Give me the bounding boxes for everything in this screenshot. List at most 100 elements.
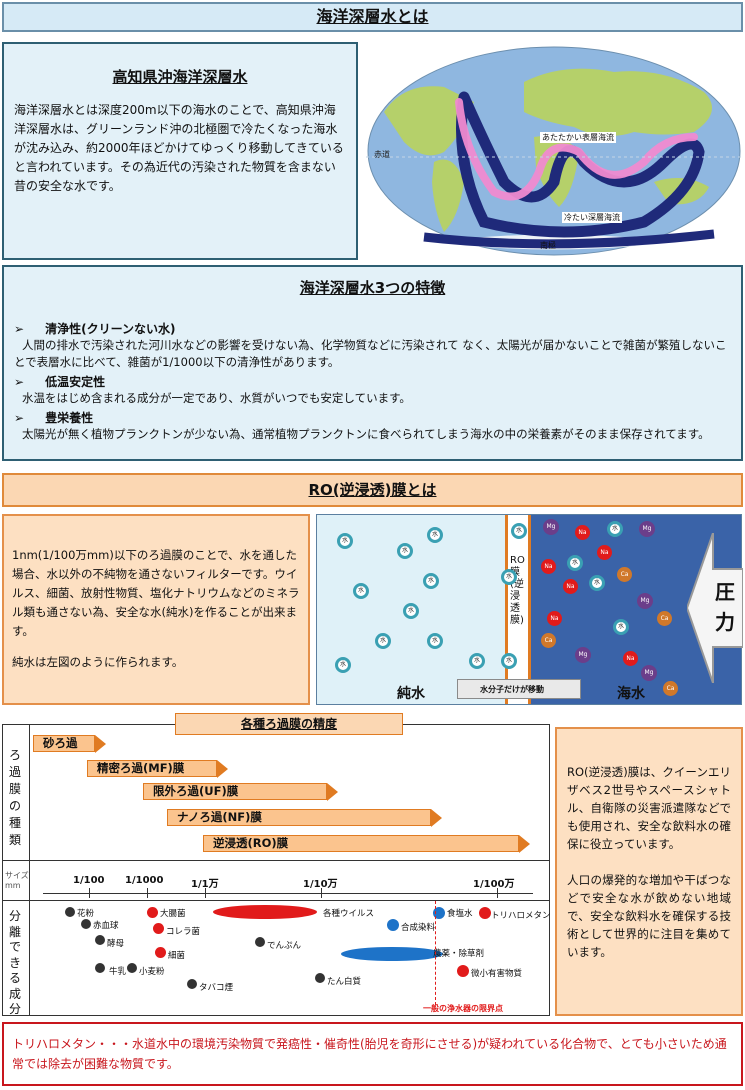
footnote-box: トリハロメタン・・・水道水中の環境汚染物質で発癌性・催奇性(胎児を奇形にさせる)… (2, 1022, 743, 1086)
water-molecule: 水 (589, 575, 605, 591)
water-molecule: 水 (469, 653, 485, 669)
kochi-body: 海洋深層水とは深度200m以下の海水のことで、高知県沖海洋深層水は、グリーンラン… (14, 103, 344, 193)
component-label: 各種ウイルス (323, 909, 375, 919)
component-label: タバコ煙 (199, 983, 234, 993)
water-molecule: 水 (427, 527, 443, 543)
sea-water-label: 海水 (617, 686, 645, 702)
component-dot (65, 907, 75, 917)
tick-label: 1/100 (73, 875, 105, 886)
pure-water-label: 純水 (397, 686, 425, 702)
component-label: 食塩水 (447, 909, 473, 919)
component-dot (147, 907, 158, 918)
limit-line (435, 901, 436, 1005)
features-heading: 海洋深層水3つの特徴 (299, 279, 446, 297)
na-ion: Na (623, 651, 638, 666)
pressure-label: 圧力 (715, 580, 735, 634)
component-label: 花粉 (77, 909, 95, 919)
world-map-image (366, 46, 743, 256)
component-label: 小麦粉 (139, 967, 165, 977)
feature-body: 水温をはじめ含まれる成分が一定であり、水質がいつでも安定しています。 (22, 391, 411, 405)
row-divider (3, 860, 549, 861)
label-column-divider (29, 725, 30, 1015)
tick (321, 888, 322, 898)
south-pole-label: 南極 (540, 241, 556, 250)
pesticide-range-ellipse (341, 947, 443, 961)
ro-explanation-panel: 1nm(1/100万mm)以下のろ過膜のことで、水を通した場合、水以外の不純物を… (2, 514, 310, 705)
filter-bar-mf: 精密ろ過(MF)膜 (87, 760, 228, 778)
na-ion: Na (563, 579, 578, 594)
component-dot (387, 919, 399, 931)
features-panel: 海洋深層水3つの特徴 ➢ 清浄性(クリーンない水) 人間の排水で汚染された河川水… (2, 265, 743, 461)
tick (205, 888, 206, 898)
component-dot (187, 979, 197, 989)
move-arrow-label: 水分子だけが移動 (480, 685, 544, 694)
water-molecule: 水 (501, 569, 517, 585)
water-molecule: 水 (353, 583, 369, 599)
ro-membrane (505, 515, 531, 704)
filter-bar-ro: 逆浸透(RO)膜 (203, 835, 530, 853)
component-label: 農薬・除草剤 (433, 949, 485, 959)
ro-note-body: RO(逆浸透)膜は、クイーンエリザベス2世号やスペースシャトル、自衛隊の災害派遣… (567, 765, 731, 851)
component-dot (153, 923, 164, 934)
component-dot (95, 963, 105, 973)
water-molecule: 水 (501, 653, 517, 669)
chart-title-box: 各種ろ過膜の精度 (175, 713, 403, 735)
component-label: 細菌 (168, 951, 186, 961)
component-dot (127, 963, 137, 973)
water-molecule: 水 (403, 603, 419, 619)
ca-ion: Ca (663, 681, 678, 696)
mg-ion: Mg (641, 665, 657, 681)
na-ion: Na (541, 559, 556, 574)
component-label: 牛乳 (109, 967, 127, 977)
na-ion: Na (597, 545, 612, 560)
pressure-arrow-icon (687, 533, 743, 683)
size-axis-line (43, 893, 533, 894)
tick-label: 1/1000 (125, 875, 164, 886)
water-molecule: 水 (607, 521, 623, 537)
filter-bar-nf: ナノろ過(NF)膜 (167, 809, 442, 827)
equator-label: 赤道 (374, 150, 390, 159)
limit-label: 一般の浄水器の限界点 (423, 1004, 503, 1013)
ro-body: 1nm(1/100万mm)以下のろ過膜のことで、水を通した場合、水以外の不純物を… (12, 548, 300, 638)
component-dot (457, 965, 469, 977)
feature-item: ➢ 清浄性(クリーンない水) 人間の排水で汚染された河川水などの影響を受けない為… (14, 318, 731, 371)
feature-body: 人間の排水で汚染された河川水などの影響を受けない為、化学物質などに汚染されて な… (14, 338, 727, 369)
component-label: トリハロメタン (491, 911, 551, 921)
feature-title: 豊栄養性 (45, 411, 94, 425)
feature-marker: ➢ (14, 375, 25, 389)
tick (89, 888, 90, 898)
feature-list: ➢ 清浄性(クリーンない水) 人間の排水で汚染された河川水などの影響を受けない為… (4, 298, 741, 443)
tick (497, 888, 498, 898)
component-dot (315, 973, 325, 983)
component-dot (155, 947, 166, 958)
virus-range-ellipse (213, 905, 317, 919)
kochi-panel: 高知県沖海洋深層水 海洋深層水とは深度200m以下の海水のことで、高知県沖海洋深… (2, 42, 358, 260)
page-title: 海洋深層水とは (316, 7, 429, 26)
filter-bar-sand: 砂ろ過 (33, 735, 106, 753)
water-molecule: 水 (511, 523, 527, 539)
feature-item: ➢ 低温安定性 水温をはじめ含まれる成分が一定であり、水質がいつでも安定していま… (14, 371, 731, 407)
tick-label: 1/1万 (191, 879, 219, 890)
na-ion: Na (547, 611, 562, 626)
tick (147, 888, 148, 898)
warm-current-label: あたたかい表層海流 (540, 132, 616, 143)
feature-item: ➢ 豊栄養性 太陽光が無く植物プランクトンが少ない為、通常植物プランクトンに食べ… (14, 407, 731, 443)
water-molecule: 水 (613, 619, 629, 635)
filter-bar-uf: 限外ろ過(UF)膜 (143, 783, 338, 801)
title-bar: 海洋深層水とは (2, 2, 743, 32)
footnote-text: トリハロメタン・・・水道水中の環境汚染物質で発癌性・催奇性(胎児を奇形にさせる)… (12, 1037, 727, 1071)
row-label-sep: 分離できる成分 (9, 909, 22, 1016)
filtration-chart: 各種ろ過膜の精度 ろ過膜の種類 サイズmm 分離できる成分 砂ろ過 精密ろ過(M… (2, 713, 551, 1016)
tick-label: 1/10万 (303, 879, 338, 890)
feature-body: 太陽光が無く植物プランクトンが少ない為、通常植物プランクトンに食べられてしまう海… (22, 427, 710, 441)
move-arrow: 水分子だけが移動 (457, 679, 581, 699)
mg-ion: Mg (575, 647, 591, 663)
kochi-heading: 高知県沖海洋深層水 (112, 68, 248, 86)
ro-note-body: 人口の爆発的な増加や干ばつなどで安全な水が飲めない地域で、安全な飲料水を確保する… (567, 873, 731, 959)
water-molecule: 水 (397, 543, 413, 559)
ro-diagram: RO膜(逆浸透膜) 水 水 水 水 水 水 水 水 水 水 水 水 水 Mg N… (316, 514, 743, 705)
water-molecule: 水 (337, 533, 353, 549)
water-molecule: 水 (375, 633, 391, 649)
ro-note-panel: RO(逆浸透)膜は、クイーンエリザベス2世号やスペースシャトル、自衛隊の災害派遣… (555, 727, 743, 1016)
ro-body-note: 純水は左図のように作られます。 (12, 655, 184, 669)
